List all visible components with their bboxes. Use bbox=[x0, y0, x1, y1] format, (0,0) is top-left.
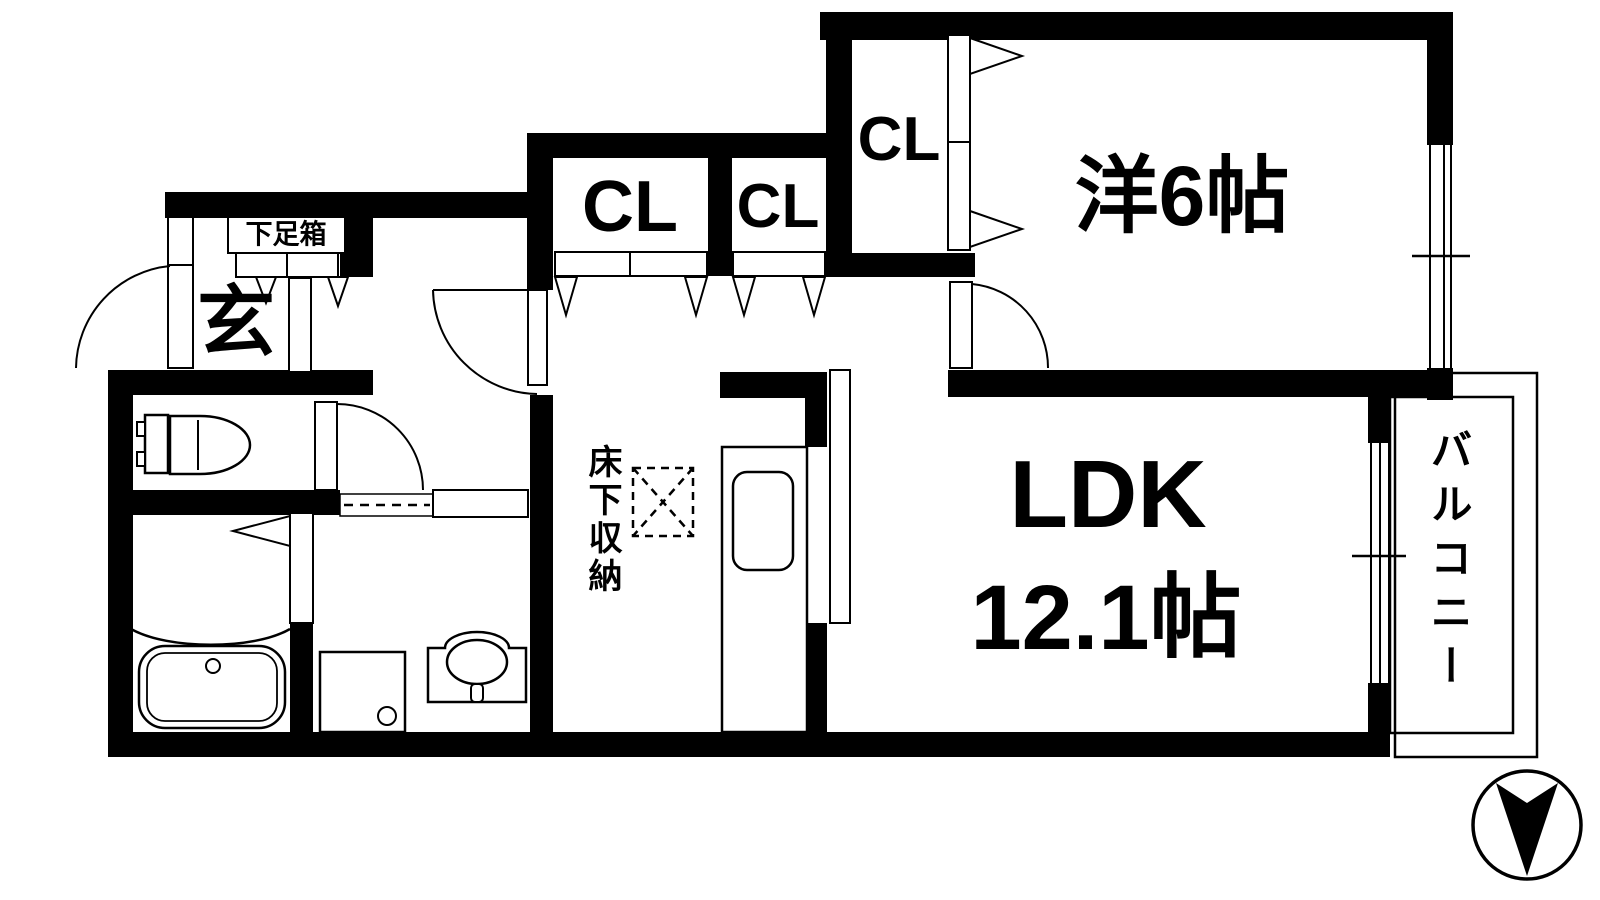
toilet-door bbox=[314, 401, 424, 491]
washer-pan-icon bbox=[318, 650, 407, 734]
kitchen-sink-icon bbox=[731, 470, 795, 572]
hall-door bbox=[432, 289, 548, 395]
bathtub-icon bbox=[130, 627, 291, 730]
walls bbox=[108, 12, 1453, 757]
closet-2-doors bbox=[731, 251, 827, 319]
shoe-box-cabinet bbox=[227, 216, 350, 310]
western-room-label: 洋6帖 bbox=[1074, 149, 1290, 243]
closet-3-label: CL bbox=[857, 105, 941, 174]
ldk-size-label: 12.1帖 bbox=[970, 567, 1242, 669]
underfloor-storage-label: 床下収納 bbox=[583, 444, 621, 596]
closet-2-label: CL bbox=[736, 172, 820, 241]
bedroom-door bbox=[949, 281, 1050, 369]
entrance-step-edge bbox=[288, 277, 312, 373]
washbasin-icon bbox=[426, 630, 528, 704]
entrance-label: 玄 bbox=[196, 278, 276, 366]
balcony-label: バルコニー bbox=[1425, 428, 1472, 698]
ldk-name-label: LDK bbox=[1009, 441, 1207, 548]
entry-door bbox=[75, 216, 194, 369]
bathroom-folding-door bbox=[229, 512, 314, 624]
washroom-sliding-door bbox=[339, 489, 529, 518]
closet-3-doors bbox=[947, 34, 1026, 251]
ldk-balcony-window bbox=[1352, 443, 1406, 683]
shoe-box-label: 下足箱 bbox=[245, 219, 327, 250]
ldk-sliding-door bbox=[829, 369, 851, 624]
closet-1-label: CL bbox=[582, 167, 678, 247]
bedroom-window bbox=[1412, 145, 1470, 368]
north-arrow-icon bbox=[1471, 769, 1583, 881]
closet-1-doors bbox=[553, 251, 709, 319]
kitchen-counter bbox=[720, 445, 809, 734]
toilet-icon bbox=[136, 413, 252, 476]
underfloor-storage-icon bbox=[631, 466, 695, 538]
